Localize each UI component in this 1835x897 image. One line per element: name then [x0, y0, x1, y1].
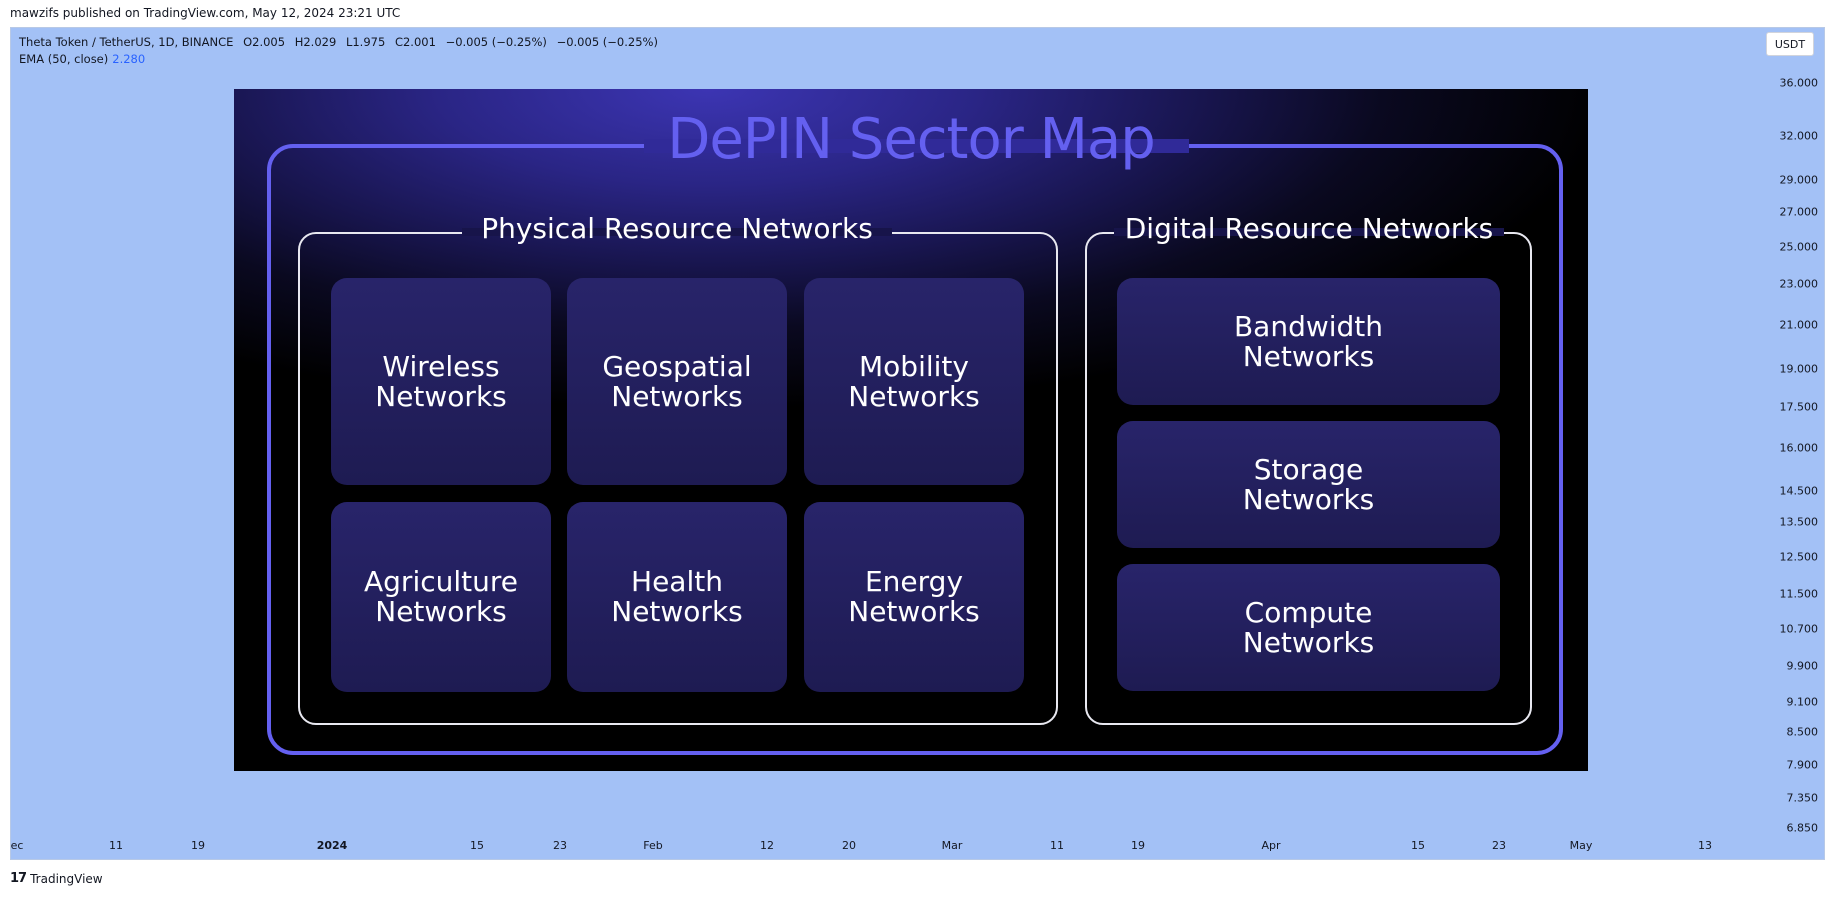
price-tick: 8.500	[1786, 725, 1819, 739]
tradingview-logo-icon: 𝟭𝟳	[10, 871, 27, 886]
tile-label: Mobility Networks	[848, 349, 980, 413]
publish-header: mawzifs published on TradingView.com, Ma…	[10, 6, 401, 20]
price-tick: 9.100	[1786, 695, 1819, 709]
time-tick: May	[1569, 839, 1593, 852]
change-value-2: −0.005 (−0.25%)	[556, 35, 658, 49]
price-tick: 21.000	[1779, 318, 1819, 332]
tile-geospatial: Geospatial Networks	[567, 278, 787, 485]
map-title: DePIN Sector Map	[667, 107, 1156, 172]
tile-label: Geospatial Networks	[602, 349, 752, 413]
time-tick: Apr	[1261, 839, 1281, 852]
price-tick: 19.000	[1779, 362, 1819, 376]
time-tick: 19	[191, 839, 205, 852]
time-tick: ec	[10, 839, 24, 852]
price-tick: 9.900	[1786, 659, 1819, 673]
time-axis[interactable]: ec 11 19 2024 15 23 Feb 12 20 Mar 11 19 Apr 15 23 May 13	[11, 831, 1766, 859]
tile-health: Health Networks	[567, 502, 787, 692]
tile-label: Agriculture Networks	[364, 565, 518, 628]
physical-group-title: Physical Resource Networks	[481, 212, 873, 245]
time-tick: 11	[1050, 839, 1064, 852]
time-tick: 11	[109, 839, 123, 852]
time-tick: 23	[1492, 839, 1506, 852]
open-value: O2.005	[243, 35, 286, 49]
high-value: H2.029	[294, 35, 337, 49]
tile-label: Compute Networks	[1242, 595, 1375, 659]
time-tick: 12	[760, 839, 774, 852]
depin-sector-map-image: DePIN Sector Map Physical Resource Netwo…	[234, 89, 1588, 771]
price-tick: 7.350	[1786, 791, 1819, 805]
price-tick: 14.500	[1779, 484, 1819, 498]
close-value: C2.001	[394, 35, 436, 49]
outer-frame-title-gap	[644, 139, 1189, 153]
price-tick: 11.500	[1779, 587, 1819, 601]
time-tick: 23	[553, 839, 567, 852]
currency-unit-button[interactable]: USDT	[1766, 32, 1814, 56]
tile-energy: Energy Networks	[804, 502, 1024, 692]
symbol-name[interactable]: Theta Token / TetherUS, 1D, BINANCE	[19, 35, 234, 49]
price-tick: 23.000	[1779, 277, 1819, 291]
time-tick: 15	[1411, 839, 1425, 852]
low-value: L1.975	[345, 35, 386, 49]
tile-label: Energy Networks	[848, 565, 980, 628]
ema-label[interactable]: EMA (50, close)	[19, 52, 109, 66]
change-value: −0.005 (−0.25%)	[445, 35, 547, 49]
price-tick: 6.850	[1786, 821, 1819, 835]
main-title-wrap: DePIN Sector Map	[234, 107, 1588, 172]
tile-label: Storage Networks	[1242, 452, 1375, 516]
tile-label: Bandwidth Networks	[1233, 309, 1384, 373]
time-tick: 19	[1131, 839, 1145, 852]
price-tick: 7.900	[1786, 758, 1819, 772]
chart-legend: Theta Token / TetherUS, 1D, BINANCE O2.0…	[19, 34, 664, 68]
tile-bandwidth: Bandwidth Networks	[1117, 278, 1500, 405]
time-tick: 2024	[316, 839, 348, 852]
tile-wireless: Wireless Networks	[331, 278, 551, 485]
time-tick: 15	[470, 839, 484, 852]
time-tick: 20	[842, 839, 856, 852]
tradingview-brand[interactable]: 𝟭𝟳 TradingView	[10, 871, 103, 886]
price-tick: 29.000	[1779, 173, 1819, 187]
time-tick: Mar	[941, 839, 963, 852]
physical-title-gap	[462, 228, 892, 236]
ema-value: 2.280	[112, 52, 146, 66]
price-tick: 12.500	[1779, 550, 1819, 564]
tile-label: Wireless Networks	[375, 349, 507, 413]
tile-agriculture: Agriculture Networks	[331, 502, 551, 692]
price-tick: 13.500	[1779, 515, 1819, 529]
tile-storage: Storage Networks	[1117, 421, 1500, 548]
price-axis[interactable]: 36.000 32.000 29.000 27.000 25.000 23.000 21.0…	[1764, 28, 1824, 859]
price-tick: 32.000	[1779, 129, 1819, 143]
time-tick: Feb	[643, 839, 663, 852]
price-tick: 16.000	[1779, 441, 1819, 455]
price-tick: 27.000	[1779, 205, 1819, 219]
digital-group-title: Digital Resource Networks	[1124, 212, 1494, 245]
chart-pane[interactable]: Theta Token / TetherUS, 1D, BINANCE O2.0…	[10, 27, 1825, 860]
price-tick: 17.500	[1779, 400, 1819, 414]
price-tick: 25.000	[1779, 240, 1819, 254]
tile-label: Health Networks	[611, 565, 743, 628]
brand-name: TradingView	[30, 871, 103, 886]
time-tick: 13	[1698, 839, 1712, 852]
price-tick: 36.000	[1779, 76, 1819, 90]
symbol-legend-row: Theta Token / TetherUS, 1D, BINANCE O2.0…	[19, 34, 664, 51]
price-tick: 10.700	[1779, 622, 1819, 636]
ema-legend-row: EMA (50, close)2.280	[19, 51, 664, 68]
digital-title-gap	[1114, 228, 1504, 236]
tile-mobility: Mobility Networks	[804, 278, 1024, 485]
tile-compute: Compute Networks	[1117, 564, 1500, 691]
